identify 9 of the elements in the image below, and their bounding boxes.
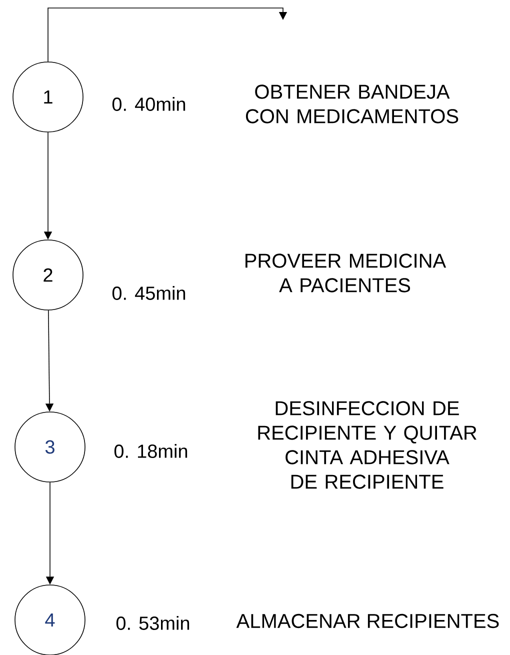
step-description: DESINFECCION DE RECIPIENTE Y QUITAR CINTA ADHESIVA DE RECIPIENTE	[258, 401, 476, 489]
duration-label: 0. 18min	[114, 444, 188, 458]
step-description: PROVEER MEDICINA A PACIENTES	[246, 254, 446, 292]
duration-label: 0. 45min	[112, 286, 186, 300]
duration-label: 0. 40min	[112, 97, 186, 111]
step-description: OBTENER BANDEJA CON MEDICAMENTOS	[246, 84, 458, 124]
duration-label: 0. 53min	[116, 616, 190, 630]
arrow	[48, 8, 288, 62]
step-description: ALMACENAR RECIPIENTES	[236, 614, 499, 628]
